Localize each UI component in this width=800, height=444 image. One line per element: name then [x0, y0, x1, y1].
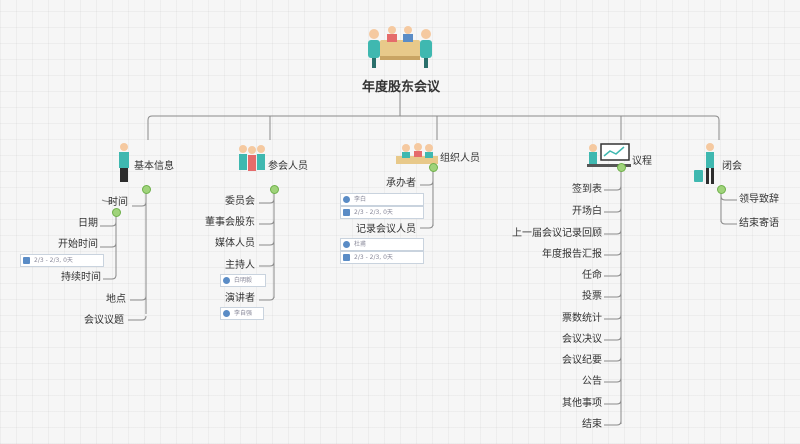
topic-other-matters[interactable]: 其他事项	[562, 398, 602, 409]
date-range-text: 2/3 - 2/3, 0天	[34, 257, 73, 264]
assignee-tag: 白明毅	[220, 274, 266, 287]
topic-media[interactable]: 媒体人员	[215, 238, 255, 249]
collapse-toggle[interactable]	[270, 185, 279, 194]
topic-start-time[interactable]: 开始时间	[58, 239, 98, 250]
calendar-icon	[343, 254, 350, 261]
topic-date[interactable]: 日期	[78, 218, 98, 229]
assignee-name: 李白	[354, 196, 367, 203]
branch-closing[interactable]: 闭会	[722, 161, 742, 172]
meeting-table-icon	[368, 26, 432, 68]
topic-appointment[interactable]: 任命	[582, 270, 602, 281]
topic-board-shareholders[interactable]: 董事会股东	[205, 217, 255, 228]
topic-voting[interactable]: 投票	[582, 291, 602, 302]
root-title[interactable]: 年度股东会议	[361, 80, 440, 95]
desk-team-icon	[396, 143, 438, 164]
person-icon	[223, 310, 230, 317]
assignee-tag: 李白	[340, 193, 424, 206]
collapse-toggle[interactable]	[429, 163, 438, 172]
person-icon	[343, 196, 350, 203]
topic-announcement[interactable]: 公告	[582, 376, 602, 387]
topic-host[interactable]: 主持人	[225, 260, 255, 271]
topic-annual-report[interactable]: 年度报告汇报	[542, 249, 602, 260]
topic-time[interactable]: 时间	[108, 197, 128, 208]
date-range-text: 2/3 - 2/3, 0天	[354, 254, 393, 261]
person-icon	[223, 277, 230, 284]
topic-minutes-recorder[interactable]: 记录会议人员	[356, 224, 416, 235]
assignee-tag: 杜甫	[340, 238, 424, 251]
date-range-tag: 2/3 - 2/3, 0天	[20, 254, 104, 267]
date-range-text: 2/3 - 2/3, 0天	[354, 209, 393, 216]
date-range-tag: 2/3 - 2/3, 0天	[340, 206, 424, 219]
topic-closing-remarks[interactable]: 结束寄语	[739, 218, 779, 229]
branch-organizers[interactable]: 组织人员	[440, 153, 480, 164]
group-people-icon	[239, 145, 265, 171]
collapse-toggle[interactable]	[617, 163, 626, 172]
topic-vote-count[interactable]: 票数统计	[562, 313, 602, 324]
topic-resolution[interactable]: 会议决议	[562, 334, 602, 345]
calendar-icon	[23, 257, 30, 264]
topic-minutes-review[interactable]: 上一届会议记录回顾	[512, 228, 602, 239]
traveler-icon	[694, 143, 714, 184]
topic-leader-speech[interactable]: 领导致辞	[739, 194, 779, 205]
presentation-board-icon	[587, 143, 631, 167]
branch-basic-info[interactable]: 基本信息	[134, 161, 174, 172]
topic-agenda-subject[interactable]: 会议议题	[84, 315, 124, 326]
topic-sign-in[interactable]: 签到表	[572, 184, 602, 195]
assignee-name: 白明毅	[234, 277, 253, 284]
collapse-toggle[interactable]	[112, 208, 121, 217]
calendar-icon	[343, 209, 350, 216]
person-icon	[343, 241, 350, 248]
topic-end[interactable]: 结束	[582, 419, 602, 430]
topic-duration[interactable]: 持续时间	[61, 272, 101, 283]
assignee-name: 杜甫	[354, 241, 367, 248]
branch-agenda[interactable]: 议程	[632, 156, 652, 167]
date-range-tag: 2/3 - 2/3, 0天	[340, 251, 424, 264]
topic-location[interactable]: 地点	[106, 294, 126, 305]
topic-host-organizer[interactable]: 承办者	[386, 178, 416, 189]
assignee-tag: 李自强	[220, 307, 264, 320]
assignee-name: 李自强	[234, 310, 253, 317]
branch-attendees[interactable]: 参会人员	[268, 161, 308, 172]
topic-minutes[interactable]: 会议纪要	[562, 355, 602, 366]
person-icon	[119, 143, 129, 182]
collapse-toggle[interactable]	[142, 185, 151, 194]
topic-opening[interactable]: 开场白	[572, 206, 602, 217]
topic-speaker[interactable]: 演讲者	[225, 293, 255, 304]
topic-committee[interactable]: 委员会	[225, 196, 255, 207]
collapse-toggle[interactable]	[717, 185, 726, 194]
